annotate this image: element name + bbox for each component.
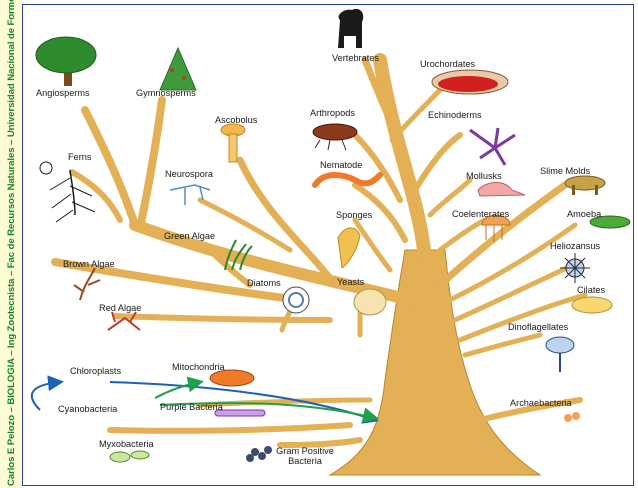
label-mollusks: Mollusks — [466, 171, 502, 181]
sponge-icon — [337, 227, 361, 269]
branch-gram-positive — [277, 437, 363, 448]
label-vertebrates: Vertebrates — [332, 53, 379, 63]
heliozoan-icon — [560, 253, 590, 283]
label-brown-algae: Brown Algae — [63, 259, 115, 269]
label-yeasts: Yeasts — [337, 277, 365, 287]
urochordate-icon — [431, 69, 509, 95]
label-amoeba: Amoeba — [567, 209, 602, 219]
branch-arthropods — [352, 132, 403, 203]
arrow-cyanobacteria-to-chloroplasts — [30, 375, 64, 411]
purple-bacteria-icon — [214, 409, 266, 417]
snail-icon — [477, 182, 526, 197]
label-red-algae: Red Algae — [99, 303, 142, 313]
label-urochordates: Urochordates — [420, 59, 476, 69]
branch-nematode — [352, 182, 408, 243]
label-coelenterates: Coelenterates — [452, 209, 510, 219]
branch-slime-molds — [436, 181, 569, 289]
label-purple-bacteria: Purple Bacteria — [160, 402, 223, 412]
gram-positive-icon — [246, 446, 272, 462]
dinoflagellate-icon — [545, 336, 575, 372]
branch-heliozansus — [452, 259, 583, 323]
endosymbiosis-arrows — [30, 375, 379, 424]
tree-trunk — [328, 249, 542, 476]
tree-branches — [51, 53, 588, 448]
branch-sponges — [352, 217, 393, 273]
label-dinoflagellates: Dinoflagellates — [508, 322, 569, 332]
label-cyanobacteria: Cyanobacteria — [58, 404, 118, 414]
label-ascobolus: Ascobolus — [215, 115, 258, 125]
branch-green-algae — [202, 242, 253, 288]
branch-amoeba — [447, 222, 578, 303]
label-gram-positive-bacteria: Gram Positive Bacteria — [276, 446, 334, 466]
branch-brown-algae — [51, 258, 304, 304]
brown-algae-icon — [73, 267, 101, 301]
branch-archaebacteria — [477, 397, 583, 423]
dog-icon — [338, 8, 364, 48]
angiosperm-tree-icon — [35, 36, 97, 86]
branch-myxobacteria — [107, 422, 353, 434]
label-heliozansus: Heliozansus — [550, 241, 601, 251]
starfish-icon — [469, 127, 516, 166]
myxobacteria-icon — [109, 450, 150, 463]
red-algae-icon — [107, 311, 141, 331]
label-green-algae: Green Algae — [164, 231, 216, 241]
label-arthropods: Arthropods — [310, 108, 355, 118]
neurospora-icon — [169, 184, 211, 205]
branch-red-algae — [112, 313, 333, 323]
jellyfish-icon — [481, 214, 511, 242]
branch-cilates — [457, 292, 588, 343]
mitochondrion-icon — [209, 369, 255, 387]
diatom-icon — [282, 286, 310, 314]
green-algae-icon — [224, 239, 253, 271]
flea-icon — [312, 123, 358, 151]
label-nematode: Nematode — [320, 160, 363, 170]
branch-fungi — [236, 156, 339, 289]
branch-gymnosperms — [136, 96, 166, 232]
label-mitochondria: Mitochondria — [172, 362, 225, 372]
label-ferns: Ferns — [68, 152, 92, 162]
slime-mold-icon — [564, 175, 606, 195]
ciliate-icon — [571, 296, 613, 314]
branch-mollusks — [427, 177, 473, 218]
yeast-icon — [353, 288, 387, 316]
branch-ferns — [69, 169, 123, 223]
arrow-purple-to-tree — [159, 402, 379, 424]
arrow-purple-to-mitochondria — [154, 376, 204, 399]
label-echinoderms: Echinoderms — [428, 110, 482, 120]
sidebar-strip: Carlos E Pelozo – BIOLOGIA – Ing Zootecn… — [0, 0, 22, 488]
label-archaebacteria: Archaebacteria — [510, 398, 572, 408]
branch-main-top — [373, 53, 432, 267]
label-gymnosperms: Gymnosperms — [136, 88, 196, 98]
label-neurospora: Neurospora — [165, 169, 214, 179]
branch-coelenterates — [437, 217, 488, 253]
label-angiosperms: Angiosperms — [36, 88, 90, 98]
worm-icon — [312, 172, 383, 188]
label-slime-molds: Slime Molds — [540, 166, 591, 176]
branch-dinoflagellates — [462, 332, 543, 358]
branch-neurospora — [197, 197, 293, 253]
label-sponges: Sponges — [336, 210, 373, 220]
archaebacteria-icon — [564, 412, 580, 422]
conifer-icon — [159, 46, 197, 91]
label-myxobacteria: Myxobacteria — [99, 439, 154, 449]
branch-echinoderms — [412, 132, 463, 193]
branch-angiosperms — [81, 106, 139, 229]
fern-icon — [39, 161, 96, 223]
mushroom-icon — [220, 123, 246, 163]
label-diatoms: Diatoms — [247, 278, 281, 288]
label-cilates: Cilates — [577, 285, 606, 295]
label-chloroplasts: Chloroplasts — [70, 366, 122, 376]
amoeba-icon — [589, 215, 631, 229]
branch-vertebrates — [361, 56, 399, 134]
